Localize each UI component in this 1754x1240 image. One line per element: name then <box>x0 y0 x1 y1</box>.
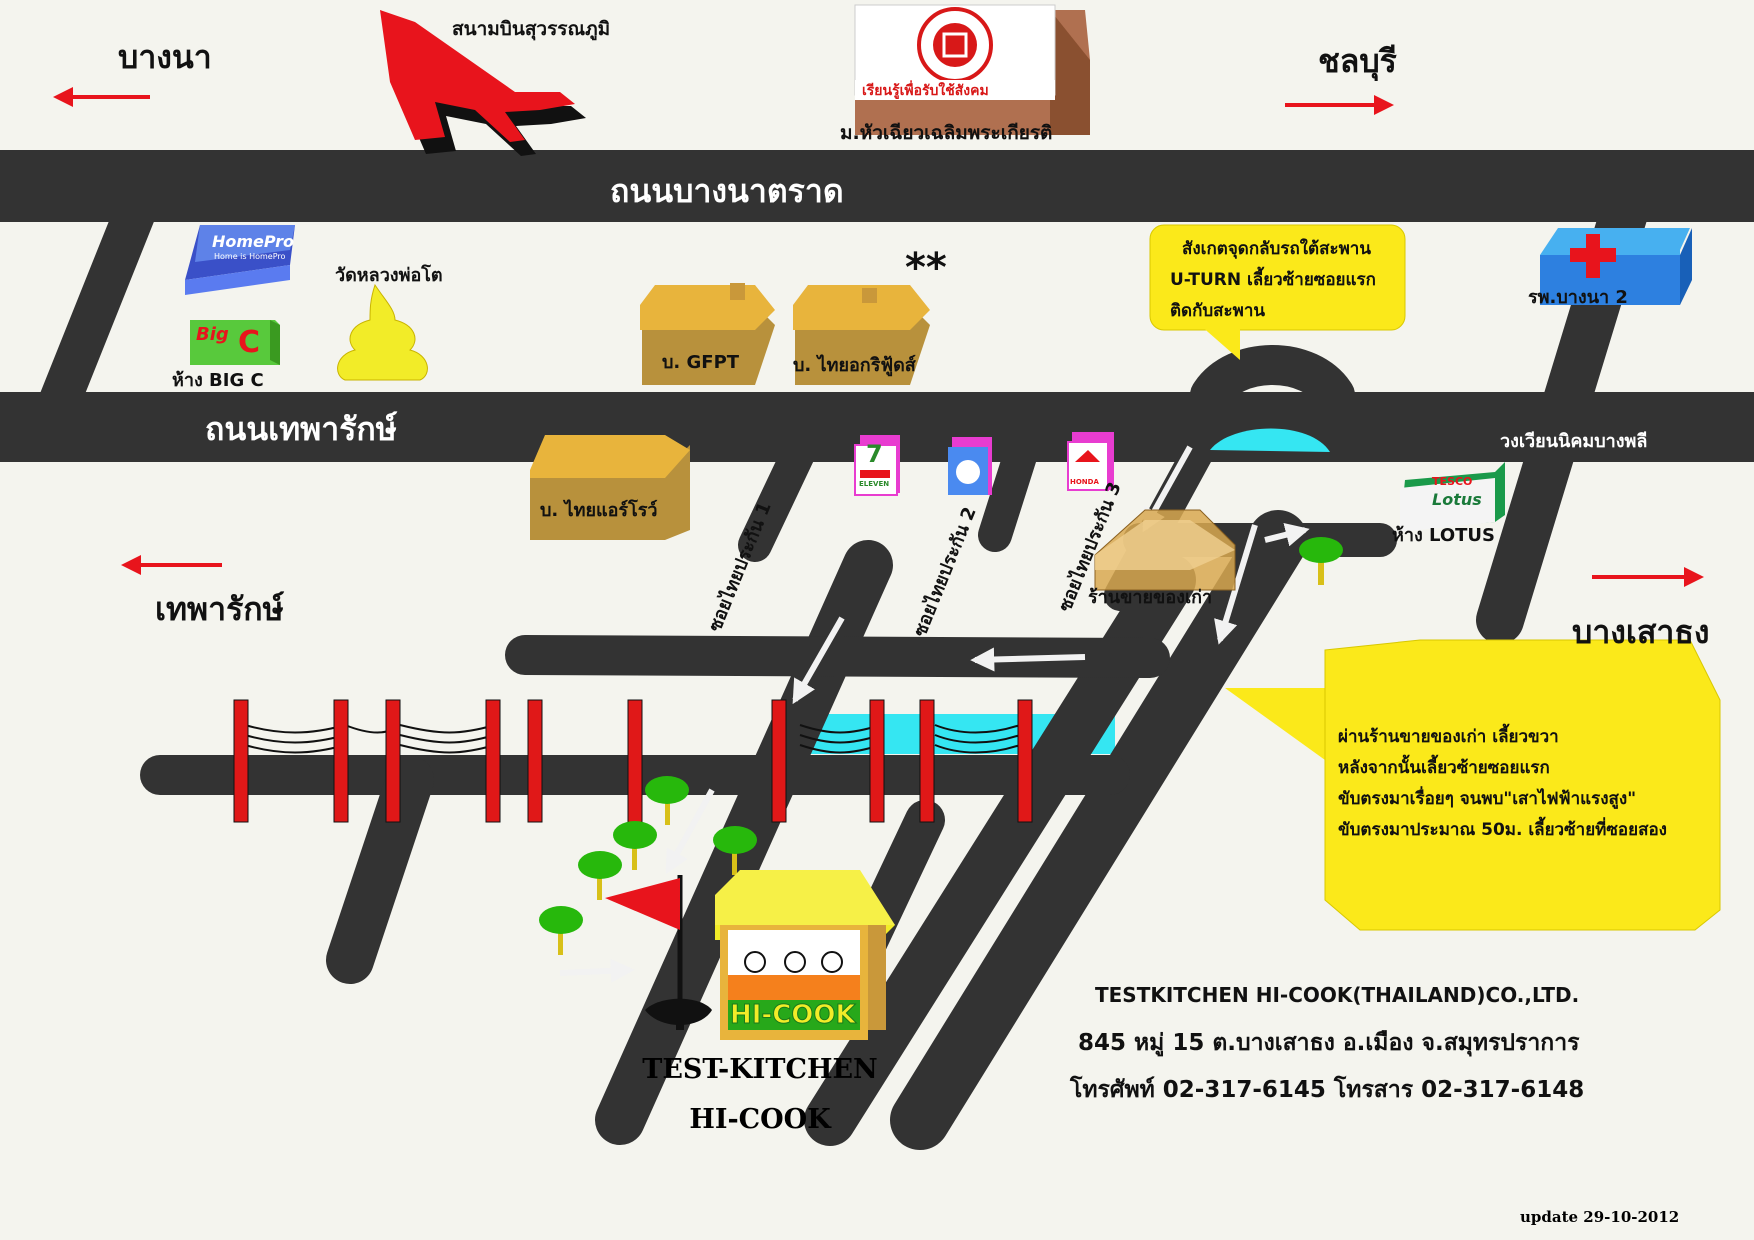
honda-box <box>1067 432 1114 491</box>
thai-agri-building <box>793 285 930 385</box>
thai-airways-label: บ. ไทยแอร์โรว์ <box>540 500 658 521</box>
destination-label: TEST-KITCHEN HI-COOK <box>630 1045 890 1145</box>
company-name: TESTKITCHEN HI-COOK(THAILAND)CO.,LTD. <box>1095 983 1580 1007</box>
svg-text:Big: Big <box>196 324 229 345</box>
homepro-logo: HomePro <box>212 232 295 251</box>
temple-label: วัดหลวงพ่อโต <box>335 265 443 286</box>
destination-line1: TEST-KITCHEN <box>642 1054 878 1085</box>
antique-shop-label: ร้านขายของเก่า <box>1088 587 1213 608</box>
bigc-label: ห้าง BIG C <box>172 370 264 391</box>
bubble2-line2: หลังจากนั้นเลี้ยวซ้ายซอยแรก <box>1338 758 1550 778</box>
svg-text:C: C <box>238 325 260 360</box>
destination-line2: HI-COOK <box>689 1104 831 1135</box>
left-connector-road <box>39 184 159 421</box>
gfpt-label: บ. GFPT <box>662 352 740 373</box>
antique-shop-building <box>1094 509 1236 591</box>
overpass <box>1190 345 1355 415</box>
asterisk-marker: ** <box>905 245 947 291</box>
soi2-stub <box>978 433 1039 552</box>
university-banner: เรียนรู้เพื่อรับใช้สังคม <box>862 83 989 99</box>
direction-chonburi: ชลบุรี <box>1318 42 1397 80</box>
honda-logo: HONDA <box>1070 478 1099 486</box>
destination-flag <box>605 875 712 1030</box>
lotus-logo: Lotus <box>1432 490 1482 509</box>
homepro-building <box>185 225 295 295</box>
bubble2-line4: ขับตรงมาประมาณ 50ม. เลี้ยวซ้ายที่ซอยสอง <box>1338 820 1667 840</box>
bubble-directions-text: ผ่านร้านขายของเก่า เลี้ยวขวา หลังจากนั้น… <box>1338 722 1667 846</box>
bubble2-line3: ขับตรงมาเรื่อยๆ จนพบ"เสาไฟฟ้าแรงสูง" <box>1338 789 1637 809</box>
gfpt-building <box>640 283 775 385</box>
company-phone: โทรศัพท์ 02-317-6145 โทรสาร 02-317-6148 <box>1070 1077 1585 1103</box>
bubble-uturn-text: สังเกตจุดกลับรถใต้สะพาน U-TURN เลี้ยวซ้า… <box>1170 234 1376 327</box>
road-thepharak-label: ถนนเทพารักษ์ <box>205 410 397 448</box>
university-label: ม.หัวเฉียวเฉลิมพระเกียรติ <box>840 122 1053 144</box>
road-bangna-trad-label: ถนนบางนาตราด <box>610 172 844 210</box>
bangna-trad-road <box>0 150 1754 222</box>
bubble-directions <box>1225 639 1721 931</box>
lotus-building <box>1400 462 1505 532</box>
lotus-label: ห้าง LOTUS <box>1392 525 1496 546</box>
bubble-uturn <box>1149 224 1406 360</box>
soi1-stub <box>738 433 817 562</box>
route-arrows <box>559 445 1310 983</box>
update-date: update 29-10-2012 <box>1520 1208 1680 1226</box>
airplane-icon <box>380 10 586 156</box>
seven-eleven-box <box>854 435 900 496</box>
hospital-building <box>1540 228 1692 305</box>
temple-stupa <box>337 283 428 381</box>
airport-label: สนามบินสุวรรณภูมิ <box>452 18 611 40</box>
thai-airways-building <box>530 435 690 540</box>
trees <box>539 537 1343 955</box>
lotus-logo-top: TESCO <box>1432 475 1473 488</box>
seven-eleven-text: ELEVEN <box>859 480 890 488</box>
roundabout-label: วงเวียนนิคมบางพลี <box>1500 431 1648 452</box>
roundabout-water <box>1210 428 1330 452</box>
bank-box <box>948 437 992 495</box>
bubble1-line2: U-TURN เลี้ยวซ้ายซอยแรก <box>1170 270 1376 290</box>
direction-bangna: บางนา <box>118 38 212 76</box>
homepro-tagline: Home is HomePro <box>214 252 286 261</box>
hospital-label: รพ.บางนา 2 <box>1528 287 1628 308</box>
thai-agri-label: บ. ไทยอกริฟู้ดส์ <box>793 355 916 376</box>
direction-bangsaothong: บางเสาธง <box>1572 613 1710 651</box>
hicook-logo: HI-COOK <box>730 1000 857 1031</box>
university-building <box>854 4 1090 135</box>
direction-arrows <box>53 87 1704 587</box>
bubble2-line1: ผ่านร้านขายของเก่า เลี้ยวขวา <box>1338 727 1559 747</box>
bubble1-line3: ติดกับสะพาน <box>1170 301 1266 321</box>
bubble1-line1: สังเกตจุดกลับรถใต้สะพาน <box>1182 239 1371 259</box>
direction-thepharak: เทพารักษ์ <box>155 590 284 628</box>
company-address: 845 หมู่ 15 ต.บางเสาธง อ.เมือง จ.สมุทรปร… <box>1078 1030 1580 1056</box>
hicook-building <box>715 870 895 1040</box>
seven-eleven-logo: 7 <box>866 440 883 468</box>
bigc-building: Big C <box>190 320 280 365</box>
power-poles <box>233 699 1033 823</box>
